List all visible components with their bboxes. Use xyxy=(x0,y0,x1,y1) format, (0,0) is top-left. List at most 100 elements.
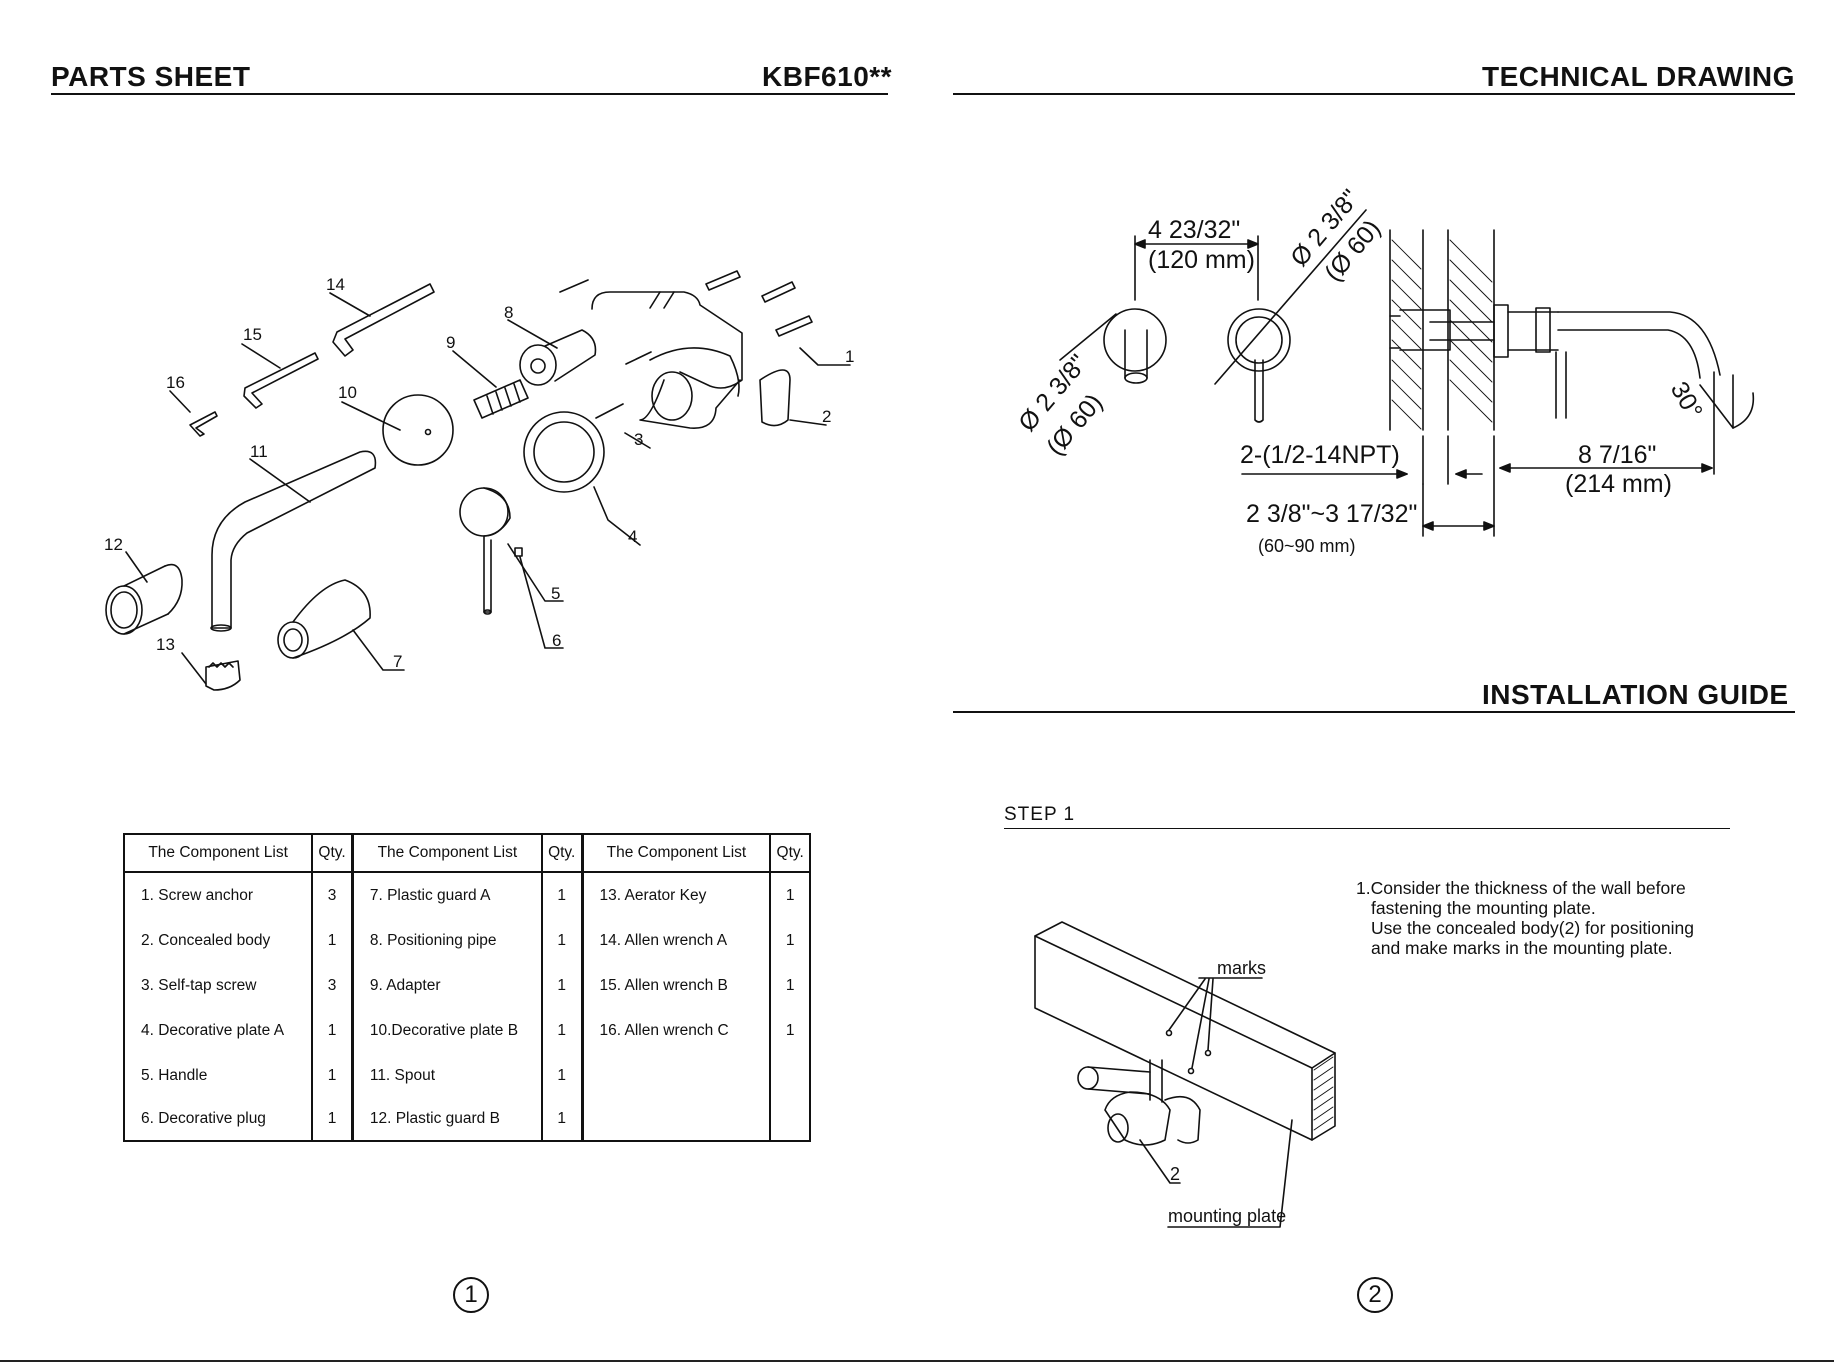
table-cell: 13. Aerator Key xyxy=(580,872,771,918)
left-header-rule xyxy=(51,93,888,95)
model-number: KBF610** xyxy=(762,61,893,92)
callout-7: 7 xyxy=(393,652,402,671)
dim-wall-range-mm: (60~90 mm) xyxy=(1258,536,1356,556)
callout-13: 13 xyxy=(156,635,175,654)
body-number-label: 2 xyxy=(1170,1164,1180,1184)
parts-sheet-title: PARTS SHEET xyxy=(51,61,251,92)
installation-guide-title: INSTALLATION GUIDE xyxy=(1482,679,1789,710)
table-cell: 3 xyxy=(311,872,353,918)
table-cell: 1 xyxy=(311,1008,353,1053)
col-header: Qty. xyxy=(540,834,582,873)
table-cell xyxy=(580,1098,771,1141)
table-row: 3. Self-tap screw 3 9. Adapter 1 15. All… xyxy=(124,963,810,1008)
table-cell: 1 xyxy=(769,1008,810,1053)
table-row: 1. Screw anchor 3 7. Plastic guard A 1 1… xyxy=(124,872,810,918)
table-cell: 1 xyxy=(769,963,810,1008)
right-header-rule xyxy=(953,93,1795,95)
step-label: STEP 1 xyxy=(1004,804,1076,825)
table-row: 4. Decorative plate A 1 10.Decorative pl… xyxy=(124,1008,810,1053)
table-cell: 3 xyxy=(311,963,353,1008)
instruction-line: Use the concealed body(2) for positionin… xyxy=(1371,918,1694,938)
bottom-edge-rule xyxy=(0,1360,1834,1362)
table-cell: 14. Allen wrench A xyxy=(580,918,771,963)
col-header: Qty. xyxy=(769,834,810,873)
table-cell: 11. Spout xyxy=(350,1053,542,1098)
instruction-line: 1.Consider the thickness of the wall bef… xyxy=(1356,878,1686,898)
table-cell: 12. Plastic guard B xyxy=(350,1098,542,1141)
mounting-plate-label: mounting plate xyxy=(1168,1206,1286,1226)
callout-9: 9 xyxy=(446,333,455,352)
table-cell: 1 xyxy=(311,918,353,963)
dim-spout-reach: 8 7/16" xyxy=(1578,441,1656,469)
table-cell: 1 xyxy=(769,872,810,918)
dim-spout-reach-mm: (214 mm) xyxy=(1565,470,1672,498)
table-cell: 9. Adapter xyxy=(350,963,542,1008)
table-cell xyxy=(769,1098,810,1141)
dim-plate-spacing: 4 23/32" xyxy=(1148,216,1240,244)
table-cell xyxy=(769,1053,810,1098)
dim-plate-spacing-mm: (120 mm) xyxy=(1148,246,1255,274)
callout-14: 14 xyxy=(326,275,345,294)
table-row: 2. Concealed body 1 8. Positioning pipe … xyxy=(124,918,810,963)
dim-wall-range: 2 3/8"~3 17/32" xyxy=(1246,500,1417,528)
table-cell: 1 xyxy=(311,1098,353,1141)
step1-illustration xyxy=(1034,921,1336,1228)
table-cell: 4. Decorative plate A xyxy=(141,1021,285,1039)
callout-10: 10 xyxy=(338,383,357,402)
col-header: The Component List xyxy=(124,834,313,873)
callout-15: 15 xyxy=(243,325,262,344)
table-cell: 1 xyxy=(540,1053,582,1098)
table-cell: 1 xyxy=(769,918,810,963)
table-cell: 1 xyxy=(540,872,582,918)
table-row: 6. Decorative plug 1 12. Plastic guard B… xyxy=(124,1098,810,1141)
table-cell: 15. Allen wrench B xyxy=(580,963,771,1008)
callout-16: 16 xyxy=(166,373,185,392)
table-cell: 3. Self-tap screw xyxy=(141,976,257,994)
callout-6: 6 xyxy=(552,631,561,650)
table-cell: 1 xyxy=(540,1008,582,1053)
table-header-row: The Component List Qty. The Component Li… xyxy=(124,834,810,873)
step-rule xyxy=(1004,828,1730,829)
component-list-table: The Component List Qty. The Component Li… xyxy=(123,833,811,1142)
callout-1: 1 xyxy=(845,347,854,366)
col-header: The Component List xyxy=(580,834,771,873)
page-number-2: 2 xyxy=(1357,1277,1393,1313)
callout-8: 8 xyxy=(504,303,513,322)
callout-11: 11 xyxy=(250,442,268,461)
table-cell: 7. Plastic guard A xyxy=(350,872,542,918)
table-cell: 16. Allen wrench C xyxy=(580,1008,771,1053)
callout-numbers: 14 15 16 10 11 8 9 1 2 3 4 12 5 6 13 7 xyxy=(104,275,854,671)
table-row: 5. Handle 1 11. Spout 1 xyxy=(124,1053,810,1098)
dim-spout-angle: 30° xyxy=(1665,377,1708,424)
page-number-1: 1 xyxy=(453,1277,489,1313)
table-cell: 5. Handle xyxy=(141,1066,208,1084)
table-cell: 1 xyxy=(540,963,582,1008)
dimension-labels: 4 23/32" (120 mm) Ø 2 3/8" (Ø 60) Ø 2 3/… xyxy=(1013,184,1708,556)
install-header-rule xyxy=(953,711,1795,713)
table-cell: 2. Concealed body xyxy=(141,931,271,949)
table-cell: 1 xyxy=(540,918,582,963)
table-cell xyxy=(580,1053,771,1098)
col-header: The Component List xyxy=(350,834,542,873)
step1-labels: marks 2 mounting plate xyxy=(1168,958,1286,1226)
technical-view xyxy=(1059,209,1755,537)
exploded-view xyxy=(105,270,851,691)
table-cell: 10.Decorative plate B xyxy=(350,1008,542,1053)
col-header: Qty. xyxy=(311,834,353,873)
instruction-line: and make marks in the mounting plate. xyxy=(1371,938,1673,958)
table-cell: 1 xyxy=(311,1053,353,1098)
table-cell: 6. Decorative plug xyxy=(141,1110,266,1127)
table-cell: 1 xyxy=(540,1098,582,1141)
technical-drawing-title: TECHNICAL DRAWING xyxy=(1482,61,1795,92)
instruction-line: fastening the mounting plate. xyxy=(1371,898,1596,918)
callout-4: 4 xyxy=(628,527,637,546)
step1-instructions: 1.Consider the thickness of the wall bef… xyxy=(1356,878,1776,958)
callout-2: 2 xyxy=(822,407,831,426)
callout-5: 5 xyxy=(551,584,560,603)
marks-label: marks xyxy=(1217,958,1266,978)
callout-12: 12 xyxy=(104,535,123,554)
table-cell: 8. Positioning pipe xyxy=(350,918,542,963)
dim-npt: 2-(1/2-14NPT) xyxy=(1240,441,1400,469)
table-cell: 1. Screw anchor xyxy=(141,886,253,904)
